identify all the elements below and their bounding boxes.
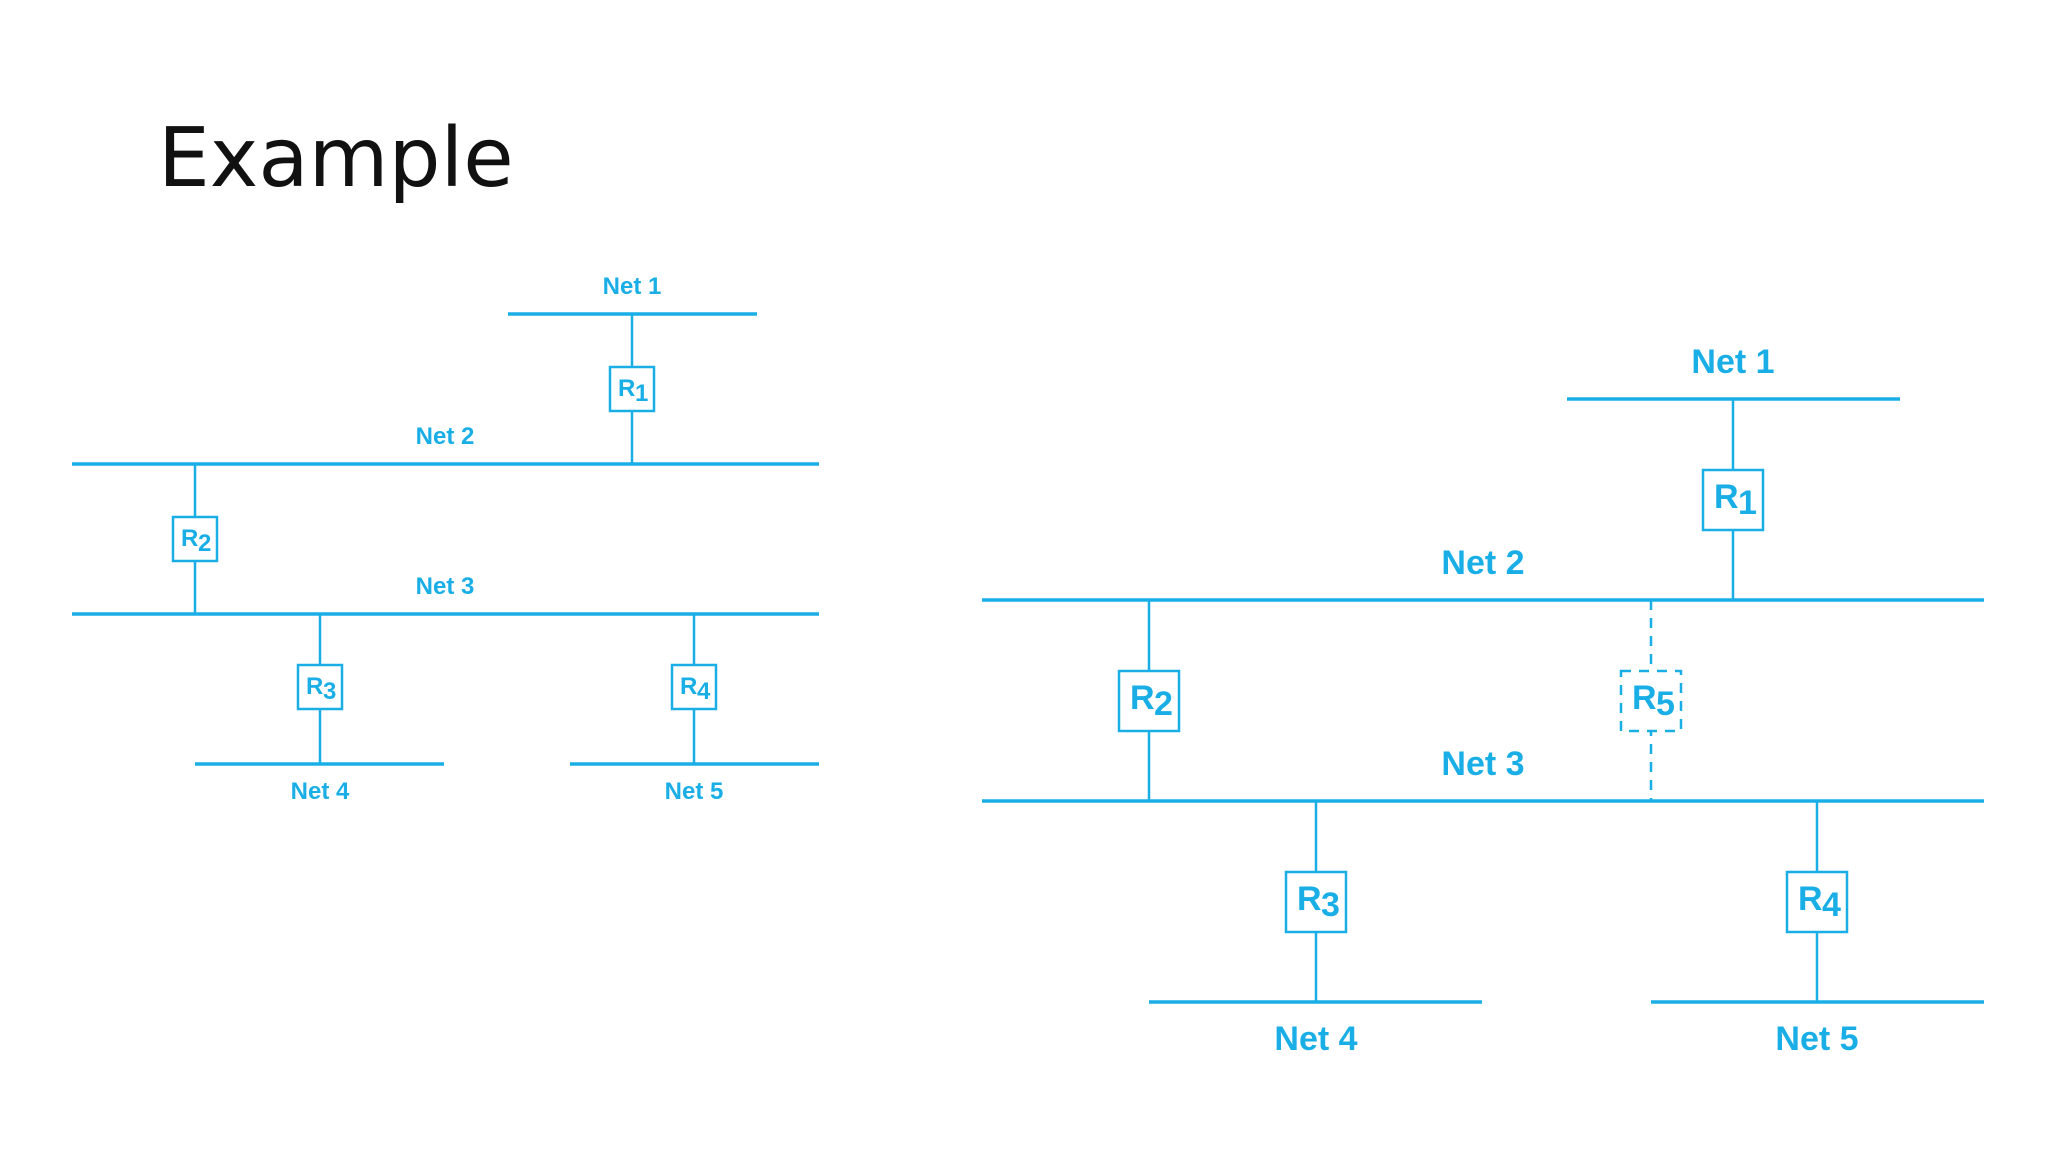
router-letter: R [618, 375, 635, 402]
right-net4-label: Net 4 [1274, 1020, 1357, 1058]
left-router-r4: R 4 [670, 663, 718, 711]
router-letter: R [680, 673, 697, 700]
router-letter: R [1297, 880, 1322, 918]
right-router-r2: R 2 [1117, 669, 1181, 733]
left-net2-label: Net 2 [416, 423, 475, 450]
router-letter: R [1632, 679, 1657, 717]
router-letter: R [1798, 880, 1823, 918]
right-net2-label: Net 2 [1441, 544, 1524, 582]
left-net4-label: Net 4 [291, 778, 350, 805]
router-subscript: 3 [1321, 886, 1340, 924]
router-letter: R [306, 673, 323, 700]
left-router-r1: R 1 [608, 365, 656, 413]
router-subscript: 2 [1154, 685, 1173, 723]
router-subscript: 5 [1656, 685, 1675, 723]
router-subscript: 3 [323, 678, 336, 705]
left-net5-label: Net 5 [665, 778, 724, 805]
right-net5-label: Net 5 [1775, 1020, 1858, 1058]
left-net3-label: Net 3 [416, 573, 475, 600]
router-letter: R [1714, 478, 1739, 516]
slide-title: Example [158, 111, 514, 206]
right-net1-label: Net 1 [1691, 343, 1774, 381]
router-letter: R [181, 525, 198, 552]
right-network-diagram: R 1 R 2 R 3 R 4 R 5 Net 1 Net 2 Net 3 Ne… [982, 343, 1984, 1058]
router-subscript: 4 [697, 678, 711, 705]
right-router-r3: R 3 [1284, 870, 1348, 934]
left-net1-label: Net 1 [603, 273, 662, 300]
right-router-r5-proposed: R 5 [1619, 669, 1683, 733]
left-network-diagram: R 1 R 2 R 3 R 4 Net 1 Net 2 Net 3 Net 4 … [72, 273, 819, 805]
right-router-r4: R 4 [1785, 870, 1849, 934]
left-router-r3: R 3 [296, 663, 344, 711]
router-subscript: 1 [1738, 484, 1757, 522]
router-letter: R [1130, 679, 1155, 717]
router-subscript: 2 [198, 530, 211, 557]
router-subscript: 1 [635, 380, 648, 407]
right-net3-label: Net 3 [1441, 745, 1524, 783]
left-router-r2: R 2 [171, 515, 219, 563]
router-subscript: 4 [1822, 886, 1841, 924]
right-router-r1: R 1 [1701, 468, 1765, 532]
